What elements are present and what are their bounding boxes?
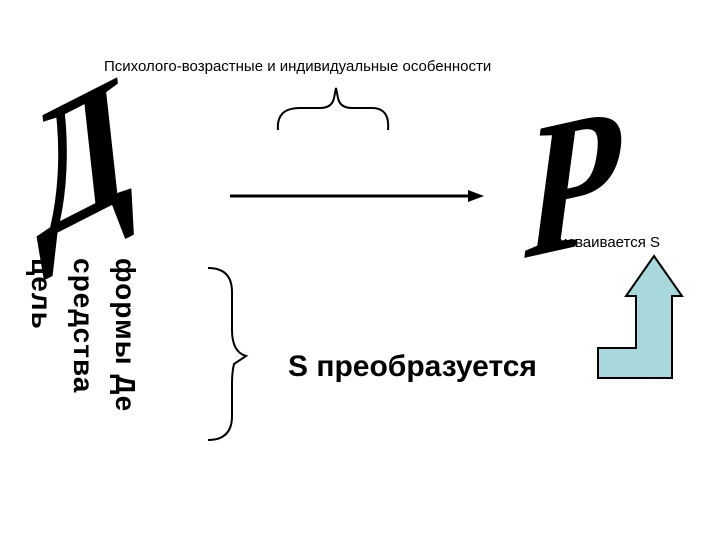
rotated-line-means: средства [68, 258, 99, 394]
letter-d: Д [18, 33, 139, 284]
bent-up-arrow [597, 254, 684, 379]
rotated-line-goal: цель [26, 258, 57, 330]
left-curly-brace [207, 267, 249, 441]
top-caption: Психолого-возрастные и индивидуальные ос… [104, 58, 492, 75]
assigned-label: Присваивается S [540, 234, 661, 251]
rotated-line-forms: формы Де [110, 258, 141, 413]
horizontal-arrow-head [468, 190, 484, 202]
transform-label: S преобразуется [288, 350, 537, 383]
rotated-text-block: формы Де средства цель [16, 258, 146, 438]
top-curly-brace [276, 87, 390, 131]
